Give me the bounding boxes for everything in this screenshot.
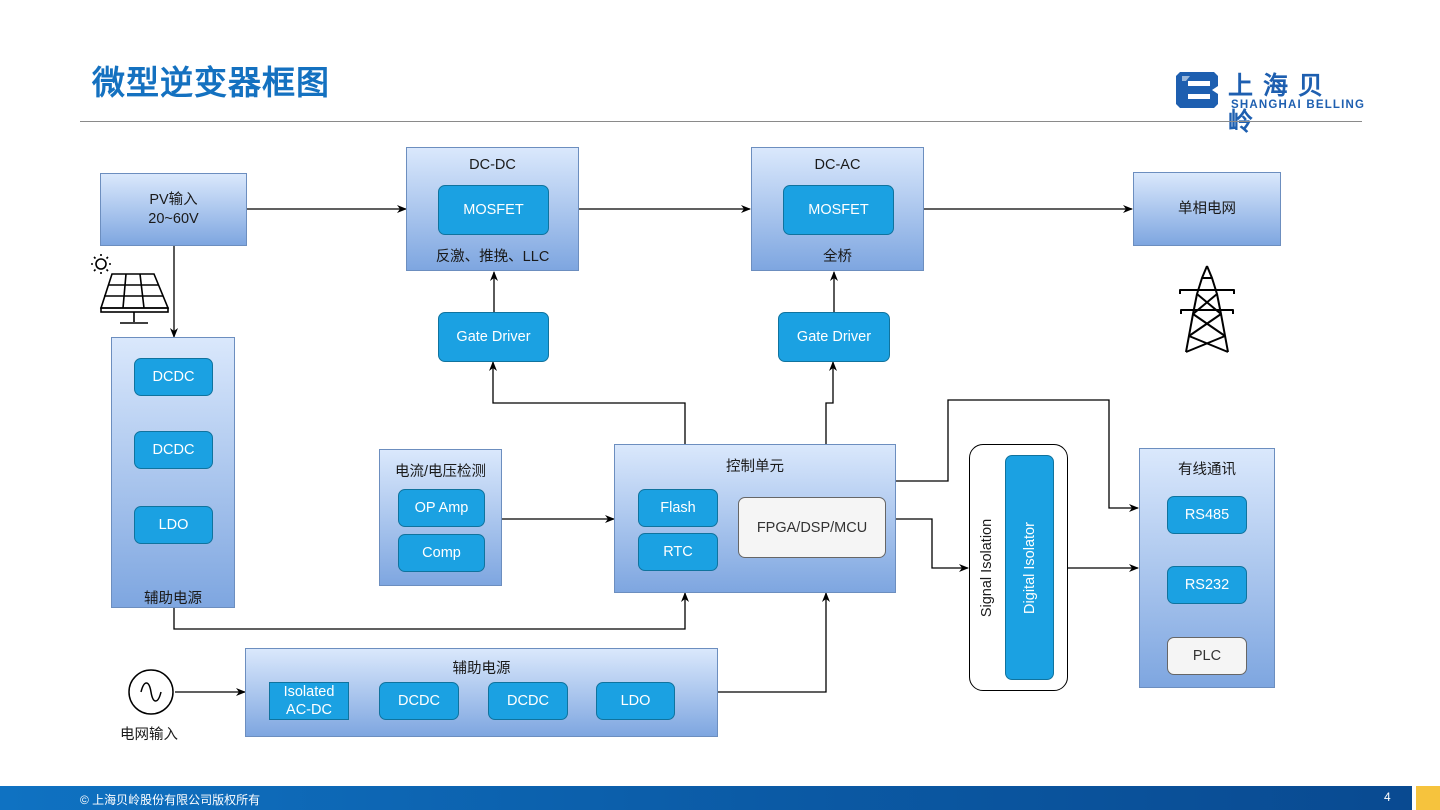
ac-source-icon [128,669,174,715]
plc-block: PLC [1167,637,1247,675]
dcdc-stage-title: DC-DC [469,157,516,173]
footer-accent-block [1416,786,1440,810]
wire-ctrl-to-gd2 [825,361,837,444]
signal-isolation: Signal Isolation Digital Isolator [969,444,1068,691]
aux-horiz-title: 辅助电源 [452,661,511,677]
page-number: 4 [1384,790,1391,804]
grid-output-label: 单相电网 [1178,200,1236,217]
dcac-stage-title: DC-AC [814,157,861,173]
processor-block: FPGA/DSP/MCU [738,497,886,558]
gate-driver-dcac: Gate Driver [778,312,890,362]
copyright-text: © 上海贝岭股份有限公司版权所有 [80,793,261,807]
dcdc-stage: DC-DC MOSFET 反激、推挽、LLC [406,147,579,271]
wire-ctrl-to-gd1 [489,361,686,444]
header-divider [80,121,1362,122]
control-unit: 控制单元 Flash RTC FPGA/DSP/MCU [614,444,896,593]
dcdc-topologies: 反激、推挽、LLC [435,249,550,265]
pv-input-voltage: 20~60V [148,210,199,227]
pv-input-label: PV输入 [149,191,198,208]
aux-horiz-dcdc-1: DCDC [379,682,459,720]
wire-ctrl-to-rs485 [896,399,1139,512]
aux-vert-title: 辅助电源 [144,591,202,607]
gate-driver-dcdc: Gate Driver [438,312,549,362]
dcac-mosfet-block: MOSFET [783,185,894,235]
digital-isolator-block: Digital Isolator [1005,455,1054,680]
aux-vert-ldo: LDO [134,506,213,544]
wired-comm-title: 有线通讯 [1178,462,1236,478]
op-amp-block: OP Amp [398,489,485,527]
aux-horiz-dcdc-2: DCDC [488,682,568,720]
wire-aux-horiz-to-ctrl [718,592,830,693]
flash-block: Flash [638,489,718,527]
aux-horiz-ldo: LDO [596,682,675,720]
aux-vert-dcdc-1: DCDC [134,358,213,396]
digital-isolator-label: Digital Isolator [1021,521,1038,614]
logo-english-name: SHANGHAI BELLING [1231,99,1366,111]
wired-communication: 有线通讯 RS485 RS232 PLC [1139,448,1275,688]
rtc-block: RTC [638,533,718,571]
aux-power-vertical: DCDC DCDC LDO 辅助电源 [111,337,235,608]
solar-panel-icon [91,254,170,324]
dcdc-mosfet-block: MOSFET [438,185,549,235]
belling-logo-icon [1176,72,1218,108]
current-voltage-sensing: 电流/电压检测 OP Amp Comp [379,449,502,586]
comparator-block: Comp [398,534,485,572]
wire-ctrl-to-isolation [896,518,969,572]
dcac-stage: DC-AC MOSFET 全桥 [751,147,924,271]
rs232-block: RS232 [1167,566,1247,604]
pv-input-box: PV输入 20~60V [100,173,247,246]
signal-isolation-title: Signal Isolation [979,518,995,618]
power-tower-icon [1179,265,1235,353]
aux-vert-dcdc-2: DCDC [134,431,213,469]
rs485-block: RS485 [1167,496,1247,534]
dcac-topology: 全桥 [823,249,852,265]
wire-aux-vert-to-ctrl [173,592,689,630]
sensing-title: 电流/电压检测 [394,464,487,480]
page-title: 微型逆变器框图 [92,63,330,102]
grid-output-box: 单相电网 [1133,172,1281,246]
control-unit-title: 控制单元 [726,459,784,475]
grid-input-label: 电网输入 [120,727,178,743]
footer-bar [0,786,1412,810]
